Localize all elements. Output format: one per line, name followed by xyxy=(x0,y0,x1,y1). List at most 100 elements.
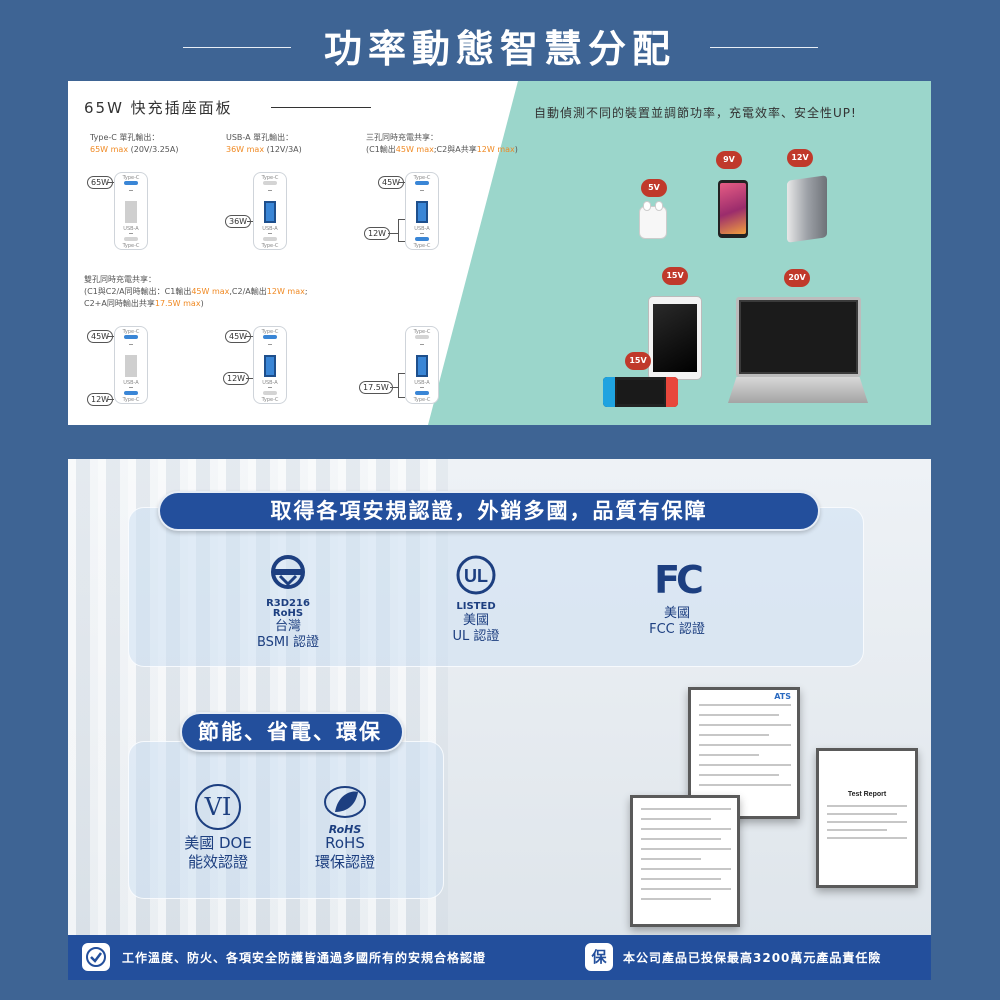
doc-text-line xyxy=(641,818,711,820)
rohs-logo-icon: RoHS xyxy=(320,784,370,835)
doc-text-line xyxy=(641,828,731,830)
note-triple-d: 12W max xyxy=(476,145,515,154)
phone-voltage-badge: 9V xyxy=(716,151,742,169)
tag-36w: 36W xyxy=(225,215,252,228)
bsmi-logo-icon xyxy=(271,555,305,589)
port-label: Type-C xyxy=(261,243,279,249)
eco-certs-heading: 節能、省電、環保 xyxy=(180,712,404,752)
port-divider xyxy=(420,233,424,234)
note-dual-label: 雙孔同時充電共享： xyxy=(84,275,156,284)
note-triple-a: (C1輸出 xyxy=(366,145,396,154)
port-label: USB-A xyxy=(123,226,139,232)
note-dual-1d: 12W max xyxy=(266,287,305,296)
cert-fcc-name: FCC 認證 xyxy=(649,622,705,637)
cert-doe-name: 能效認證 xyxy=(187,853,248,871)
socket-dual-c: Type-C USB-A Type-C xyxy=(405,326,439,404)
port-label: Type-C xyxy=(122,243,140,249)
typec-port-active xyxy=(415,181,429,185)
port-divider xyxy=(420,344,424,345)
doc-text-line xyxy=(699,724,791,726)
doc-text-line xyxy=(641,888,731,890)
footer-right-text: 本公司產品已投保最高3200萬元產品責任險 xyxy=(623,951,882,965)
footer-left-text: 工作溫度、防火、各項安全防護皆通過多國所有的安規合格認證 xyxy=(122,951,487,965)
port-divider xyxy=(129,190,133,191)
doc-text-line xyxy=(827,821,907,823)
console-right-controller xyxy=(666,377,678,407)
doc-text-line xyxy=(699,734,769,736)
footer-bar: 工作溫度、防火、各項安全防護皆通過多國所有的安規合格認證 保 本公司產品已投保最… xyxy=(68,935,931,980)
doc-text-line xyxy=(641,898,711,900)
typec-port xyxy=(415,335,429,339)
port-divider xyxy=(268,387,272,388)
power-bank xyxy=(787,175,827,243)
port-label: USB-A xyxy=(123,380,139,386)
power-distribution-panel: 65W 快充插座面板 自動偵測不同的裝置並調節功率，充電效率、安全性UP! Ty… xyxy=(68,81,931,425)
ul-logo-icon: UL xyxy=(456,555,496,595)
ats-logo-text: ATS xyxy=(774,692,791,701)
leader-line xyxy=(388,233,398,234)
header-rule-left xyxy=(183,47,291,48)
page-title: 功率動態智慧分配 xyxy=(323,27,676,71)
typec-port-active xyxy=(124,335,138,339)
doc-text-line xyxy=(641,808,731,810)
doc-text-line xyxy=(699,764,791,766)
cert-doe: VI 美國 DOE 能效認證 xyxy=(173,784,263,872)
laptop-screen xyxy=(741,302,856,372)
port-divider xyxy=(420,190,424,191)
port-label: USB-A xyxy=(414,380,430,386)
note-dual: 雙孔同時充電共享： (C1與C2/A同時輸出：C1輸出45W max,C2/A輸… xyxy=(84,274,308,310)
typec-port-active xyxy=(415,391,429,395)
leader-line xyxy=(398,397,405,398)
doe-logo-icon: VI xyxy=(195,784,241,830)
note-triple-e: ) xyxy=(514,145,518,154)
port-divider xyxy=(129,233,133,234)
note-triple: 三孔同時充電共享： (C1輸出45W max;C2與A共享12W max) xyxy=(366,132,518,156)
tablet-screen xyxy=(653,304,697,372)
doc-text-line xyxy=(641,868,731,870)
leader-line xyxy=(108,399,114,400)
doc-text-line xyxy=(641,858,701,860)
panel-title-rule xyxy=(271,107,371,108)
console-voltage-badge: 15V xyxy=(625,352,651,370)
port-label: Type-C xyxy=(413,397,431,403)
note-usba-detail: (12V/3A) xyxy=(266,145,302,154)
typec-port xyxy=(124,237,138,241)
socket-dual-b: Type-C USB-A Type-C xyxy=(253,326,287,404)
cert-doe-country: 美國 DOE xyxy=(184,834,252,852)
cert-rohs: RoHS RoHS 環保認證 xyxy=(300,784,390,872)
port-label: Type-C xyxy=(122,329,140,335)
leader-bracket xyxy=(398,219,399,241)
port-label: Type-C xyxy=(413,243,431,249)
note-dual-1a: (C1與C2/A同時輸出：C1輸出 xyxy=(84,287,192,296)
cert-bsmi-name: BSMI 認證 xyxy=(256,635,320,650)
socket-usba-single: Type-C USB-A Type-C xyxy=(253,172,287,250)
doc-text-line xyxy=(827,805,907,807)
port-divider xyxy=(129,387,133,388)
smartphone xyxy=(718,180,748,238)
test-report-label: Test Report xyxy=(847,791,887,798)
note-usba: USB-A 單孔輸出： 36W max (12V/3A) xyxy=(226,132,302,156)
port-label: Type-C xyxy=(122,175,140,181)
game-console xyxy=(603,377,678,407)
port-label: USB-A xyxy=(262,380,278,386)
socket-dual-a: Type-C USB-A Type-C xyxy=(114,326,148,404)
tablet xyxy=(648,296,702,380)
doc-text-line xyxy=(699,754,759,756)
leader-line xyxy=(398,373,405,374)
typec-port-active xyxy=(124,181,138,185)
leader-bracket xyxy=(398,373,399,397)
leader-line xyxy=(246,378,253,379)
cert-rohs-desc: 環保認證 xyxy=(314,853,375,871)
note-dual-2b: 17.5W max xyxy=(154,299,201,308)
page-header: 功率動態智慧分配 xyxy=(0,0,1000,80)
note-dual-2c: ) xyxy=(200,299,204,308)
tag-65w: 65W xyxy=(87,176,114,189)
check-badge-icon xyxy=(86,947,106,967)
leader-line xyxy=(390,387,398,388)
leader-line xyxy=(246,336,253,337)
leader-line xyxy=(108,182,114,183)
laptop-voltage-badge: 20V xyxy=(784,269,810,287)
note-typec-detail: (20V/3.25A) xyxy=(130,145,179,154)
leader-line xyxy=(398,241,405,242)
